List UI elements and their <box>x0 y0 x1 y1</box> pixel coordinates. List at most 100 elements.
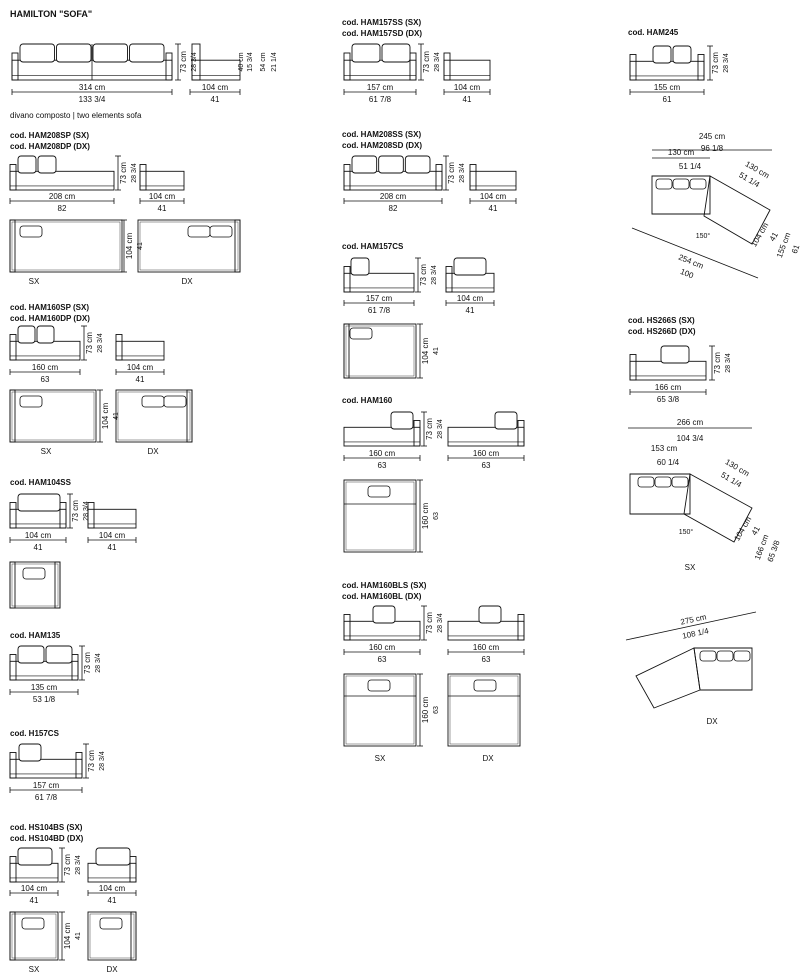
product-code: cod. HAM160SP (SX) <box>10 303 89 312</box>
height-inch: 41 <box>137 242 144 250</box>
corner-left-block <box>629 473 691 515</box>
plan-outline <box>447 673 521 747</box>
width-dimension-line <box>625 611 757 641</box>
sofa-arm <box>343 614 351 641</box>
sofa-base <box>9 340 81 361</box>
sofa-side-base <box>191 59 241 81</box>
sofa-arm <box>435 164 443 191</box>
width-inch: 61 <box>663 95 672 104</box>
sofa-base <box>115 340 165 361</box>
sofa-plan-view <box>9 561 61 609</box>
width-inch: 41 <box>108 543 117 552</box>
height-cm: 104 cm <box>63 923 72 950</box>
width-cm: 266 cm <box>677 418 704 427</box>
product-code: cod. HAM245 <box>628 28 679 37</box>
back-cushion <box>478 605 502 624</box>
plan-cushion <box>672 178 690 190</box>
back-cushion <box>129 43 165 63</box>
plan-arm <box>9 561 16 609</box>
sofa-base <box>87 508 137 529</box>
sofa-base <box>629 60 705 81</box>
sofa-side-view <box>191 43 241 81</box>
width-inch: 63 <box>482 655 491 664</box>
product-code: cod. HS104BD (DX) <box>10 834 84 843</box>
width-cm: 160 cm <box>473 643 500 652</box>
sofa-base <box>447 620 525 641</box>
plan-inner-line <box>89 913 135 959</box>
sofa-arm <box>409 52 417 81</box>
sofa-arm <box>413 420 421 447</box>
page-title: HAMILTON "SOFA" <box>10 9 92 19</box>
plan-arm <box>9 911 16 961</box>
width-inch: 96 1/8 <box>701 144 724 153</box>
back-cushion <box>351 43 381 63</box>
orientation-label: DX <box>106 965 118 974</box>
sofa-arm <box>445 266 453 293</box>
sofa-base <box>469 170 517 191</box>
sofa-plan-view <box>343 323 417 379</box>
height-cm: 73 cm <box>425 418 434 440</box>
sofa-arm <box>343 52 351 81</box>
sofa-arm <box>517 420 525 447</box>
sofa-front-view <box>447 411 525 447</box>
height-cm: 104 cm <box>125 233 134 260</box>
width-cm: 104 cm <box>457 294 484 303</box>
height-cm: 160 cm <box>421 697 430 724</box>
sofa-base <box>343 272 415 293</box>
back-cushion <box>17 325 36 344</box>
width-inch: 63 <box>378 655 387 664</box>
plan-arm <box>130 911 137 961</box>
depth-cm: 104 cm <box>749 221 770 249</box>
height-inch: 28 3/4 <box>83 501 90 521</box>
back-cushion <box>494 411 518 430</box>
width-inch: 41 <box>466 306 475 315</box>
width-cm: 104 cm <box>127 363 154 372</box>
back-cushion <box>351 155 378 174</box>
sofa-arm <box>443 52 451 81</box>
height-inch: 41 <box>113 412 120 420</box>
width-inch: 61 7/8 <box>368 306 391 315</box>
corner-left-block <box>635 647 701 709</box>
plan-inner-line <box>11 563 59 607</box>
product-code: cod. HAM208SD (DX) <box>342 141 422 150</box>
sofa-arm <box>75 752 83 779</box>
width-inch: 41 <box>158 204 167 213</box>
width-cm: 160 cm <box>32 363 59 372</box>
product-code: cod. HAM208SS (SX) <box>342 130 421 139</box>
sofa-plan-view <box>137 219 241 273</box>
width-cm: 275 cm <box>680 612 708 626</box>
sofa-arm <box>129 856 137 883</box>
width-inch: 133 3/4 <box>79 95 106 104</box>
plan-cushion <box>349 327 373 340</box>
plan-cushion <box>19 225 43 238</box>
product-code: cod. HAM104SS <box>10 478 72 487</box>
sofa-front-view <box>445 257 495 293</box>
plan-inner-line <box>117 391 191 441</box>
height-inch: 28 3/4 <box>191 52 198 72</box>
sofa-front-view <box>9 493 67 529</box>
plan-cushion <box>209 225 233 238</box>
sofa-arm <box>87 502 95 529</box>
sofa-base <box>447 426 525 447</box>
height-cm: 73 cm <box>711 52 720 74</box>
sofa-base <box>9 660 79 681</box>
width-inch: 63 <box>482 461 491 470</box>
width-inch: 41 <box>30 896 39 905</box>
angle-label: 150° <box>696 232 711 240</box>
height-cm: 73 cm <box>83 652 92 674</box>
width-inch: 63 <box>378 461 387 470</box>
height-inch: 28 3/4 <box>95 653 102 673</box>
product-code: cod. HS266D (DX) <box>628 327 696 336</box>
sofa-arm <box>11 52 19 81</box>
height-cm: 73 cm <box>63 854 72 876</box>
orientation-label: DX <box>482 754 494 763</box>
height-inch: 63 <box>433 512 440 520</box>
sofa-base <box>443 59 491 81</box>
height-cm: 73 cm <box>179 51 188 73</box>
diagonal-dimension-line <box>631 227 759 279</box>
width-inch: 41 <box>211 95 220 104</box>
height-inch: 28 3/4 <box>459 163 466 183</box>
back-cushion <box>37 155 57 174</box>
height-cm: 73 cm <box>119 162 128 184</box>
corner-left-block <box>651 175 711 215</box>
